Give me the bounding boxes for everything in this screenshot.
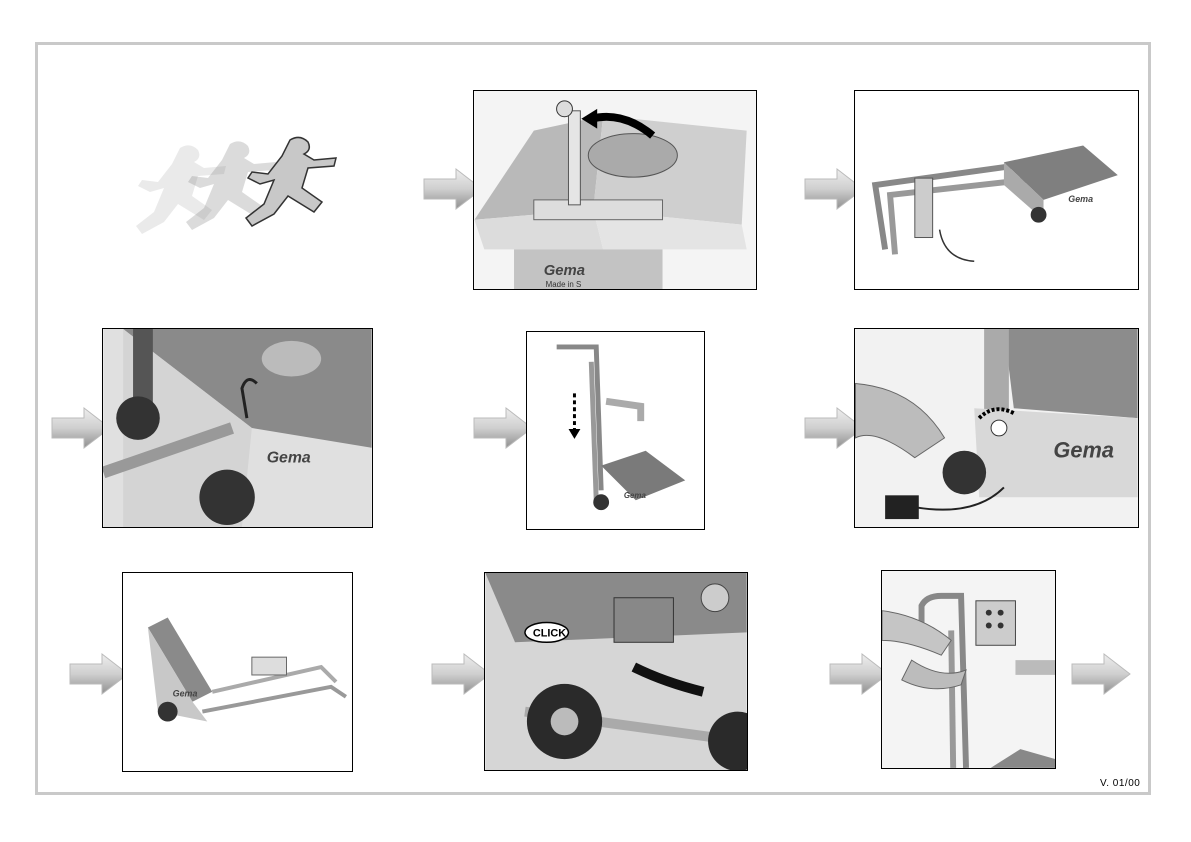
step-click-wheel-axle-photo: CLICK	[484, 572, 748, 771]
next-step-arrow-icon	[68, 652, 130, 696]
step-assembled-trolley-photo: Gema	[526, 331, 705, 530]
step-unpack-box-photo: Gema Made in S	[473, 90, 757, 290]
next-step-arrow-icon	[430, 652, 492, 696]
step-insert-handle-photo: Gema	[102, 328, 373, 528]
page-frame	[35, 42, 1151, 795]
version-label: V. 01/00	[1100, 778, 1141, 789]
step-tighten-screw-photo: Gema	[854, 328, 1139, 528]
gema-logo-text: Gema	[544, 263, 585, 279]
gema-logo-text: Gema	[173, 689, 198, 699]
click-label: CLICK	[533, 627, 566, 639]
step-trolley-parts-photo: Gema	[854, 90, 1139, 290]
box-print-text: Made in S	[546, 280, 582, 289]
step-tilt-trolley-photo: Gema	[122, 572, 353, 772]
next-step-arrow-icon	[1070, 652, 1132, 696]
running-figure-icon	[136, 136, 337, 234]
gema-logo-text: Gema	[267, 450, 311, 467]
next-step-arrow-icon	[472, 406, 534, 450]
gema-logo-text: Gema	[624, 491, 647, 500]
step-mount-control-unit-photo	[881, 570, 1056, 769]
gema-logo-text: Gema	[1053, 438, 1114, 463]
gema-logo-text: Gema	[1068, 194, 1093, 204]
click-callout	[524, 621, 570, 644]
